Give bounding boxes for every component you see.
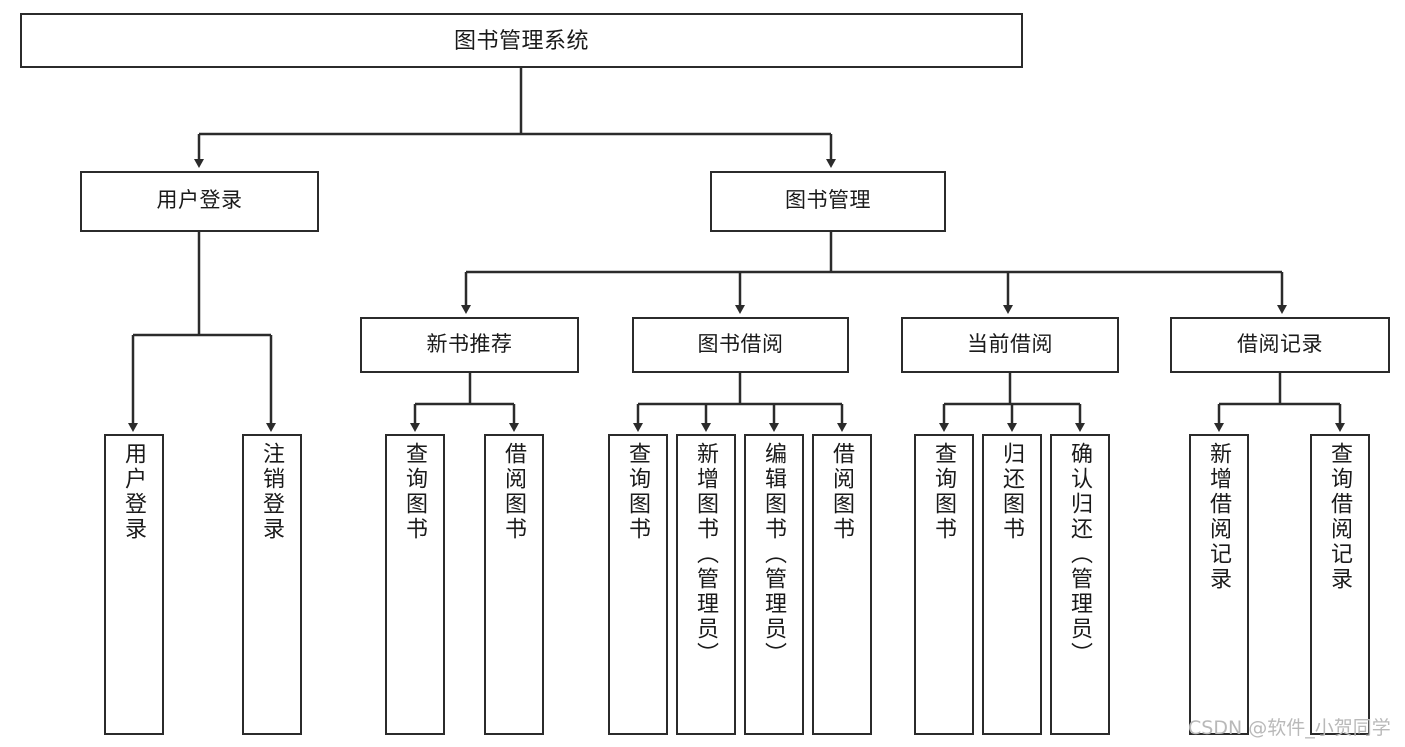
node-label: 新书推荐 bbox=[426, 332, 513, 356]
node-label: 查询图书 bbox=[403, 442, 428, 542]
leaf-query-books-borrow[interactable]: 查询图书 bbox=[608, 434, 668, 735]
leaf-borrow-book[interactable]: 借阅图书 bbox=[812, 434, 872, 735]
node-label: 查询图书 bbox=[932, 442, 957, 542]
node-label: 查询借阅记录 bbox=[1328, 442, 1353, 592]
leaf-user-login[interactable]: 用户登录 bbox=[104, 434, 164, 735]
node-label: 借阅图书 bbox=[502, 442, 527, 542]
leaf-return-book[interactable]: 归还图书 bbox=[982, 434, 1042, 735]
leaf-query-books-current[interactable]: 查询图书 bbox=[914, 434, 974, 735]
node-label: 用户登录 bbox=[122, 442, 147, 542]
node-label: 借阅图书 bbox=[830, 442, 855, 542]
node-label: 用户登录 bbox=[156, 189, 243, 213]
node-label: 新增借阅记录 bbox=[1207, 442, 1232, 592]
node-label: 注销登录 bbox=[260, 442, 285, 542]
node-new-book-recommend[interactable]: 新书推荐 bbox=[360, 317, 579, 373]
leaf-query-books-rec[interactable]: 查询图书 bbox=[385, 434, 445, 735]
node-book-borrow[interactable]: 图书借阅 bbox=[632, 317, 849, 373]
watermark-text: CSDN @软件_小贺同学 bbox=[1188, 717, 1391, 739]
leaf-query-borrow-record[interactable]: 查询借阅记录 bbox=[1310, 434, 1370, 735]
leaf-add-book-admin[interactable]: 新增图书（管理员） bbox=[676, 434, 736, 735]
node-user-login[interactable]: 用户登录 bbox=[80, 171, 319, 232]
node-borrow-record[interactable]: 借阅记录 bbox=[1170, 317, 1390, 373]
node-root-system[interactable]: 图书管理系统 bbox=[20, 13, 1023, 68]
leaf-add-borrow-record[interactable]: 新增借阅记录 bbox=[1189, 434, 1249, 735]
node-label: 新增图书（管理员） bbox=[694, 442, 719, 667]
node-label: 图书管理 bbox=[785, 189, 871, 213]
node-book-management[interactable]: 图书管理 bbox=[710, 171, 946, 232]
node-label: 确认归还（管理员） bbox=[1068, 442, 1093, 667]
node-label: 编辑图书（管理员） bbox=[762, 442, 787, 667]
leaf-edit-book-admin[interactable]: 编辑图书（管理员） bbox=[744, 434, 804, 735]
node-label: 图书借阅 bbox=[697, 332, 784, 356]
node-label: 归还图书 bbox=[1000, 442, 1025, 542]
leaf-borrow-books-rec[interactable]: 借阅图书 bbox=[484, 434, 544, 735]
leaf-confirm-return-admin[interactable]: 确认归还（管理员） bbox=[1050, 434, 1110, 735]
leaf-logout[interactable]: 注销登录 bbox=[242, 434, 302, 735]
node-label: 图书管理系统 bbox=[453, 27, 589, 53]
node-label: 借阅记录 bbox=[1237, 332, 1323, 356]
node-current-borrow[interactable]: 当前借阅 bbox=[901, 317, 1119, 373]
node-label: 当前借阅 bbox=[967, 332, 1053, 356]
node-label: 查询图书 bbox=[626, 442, 651, 542]
